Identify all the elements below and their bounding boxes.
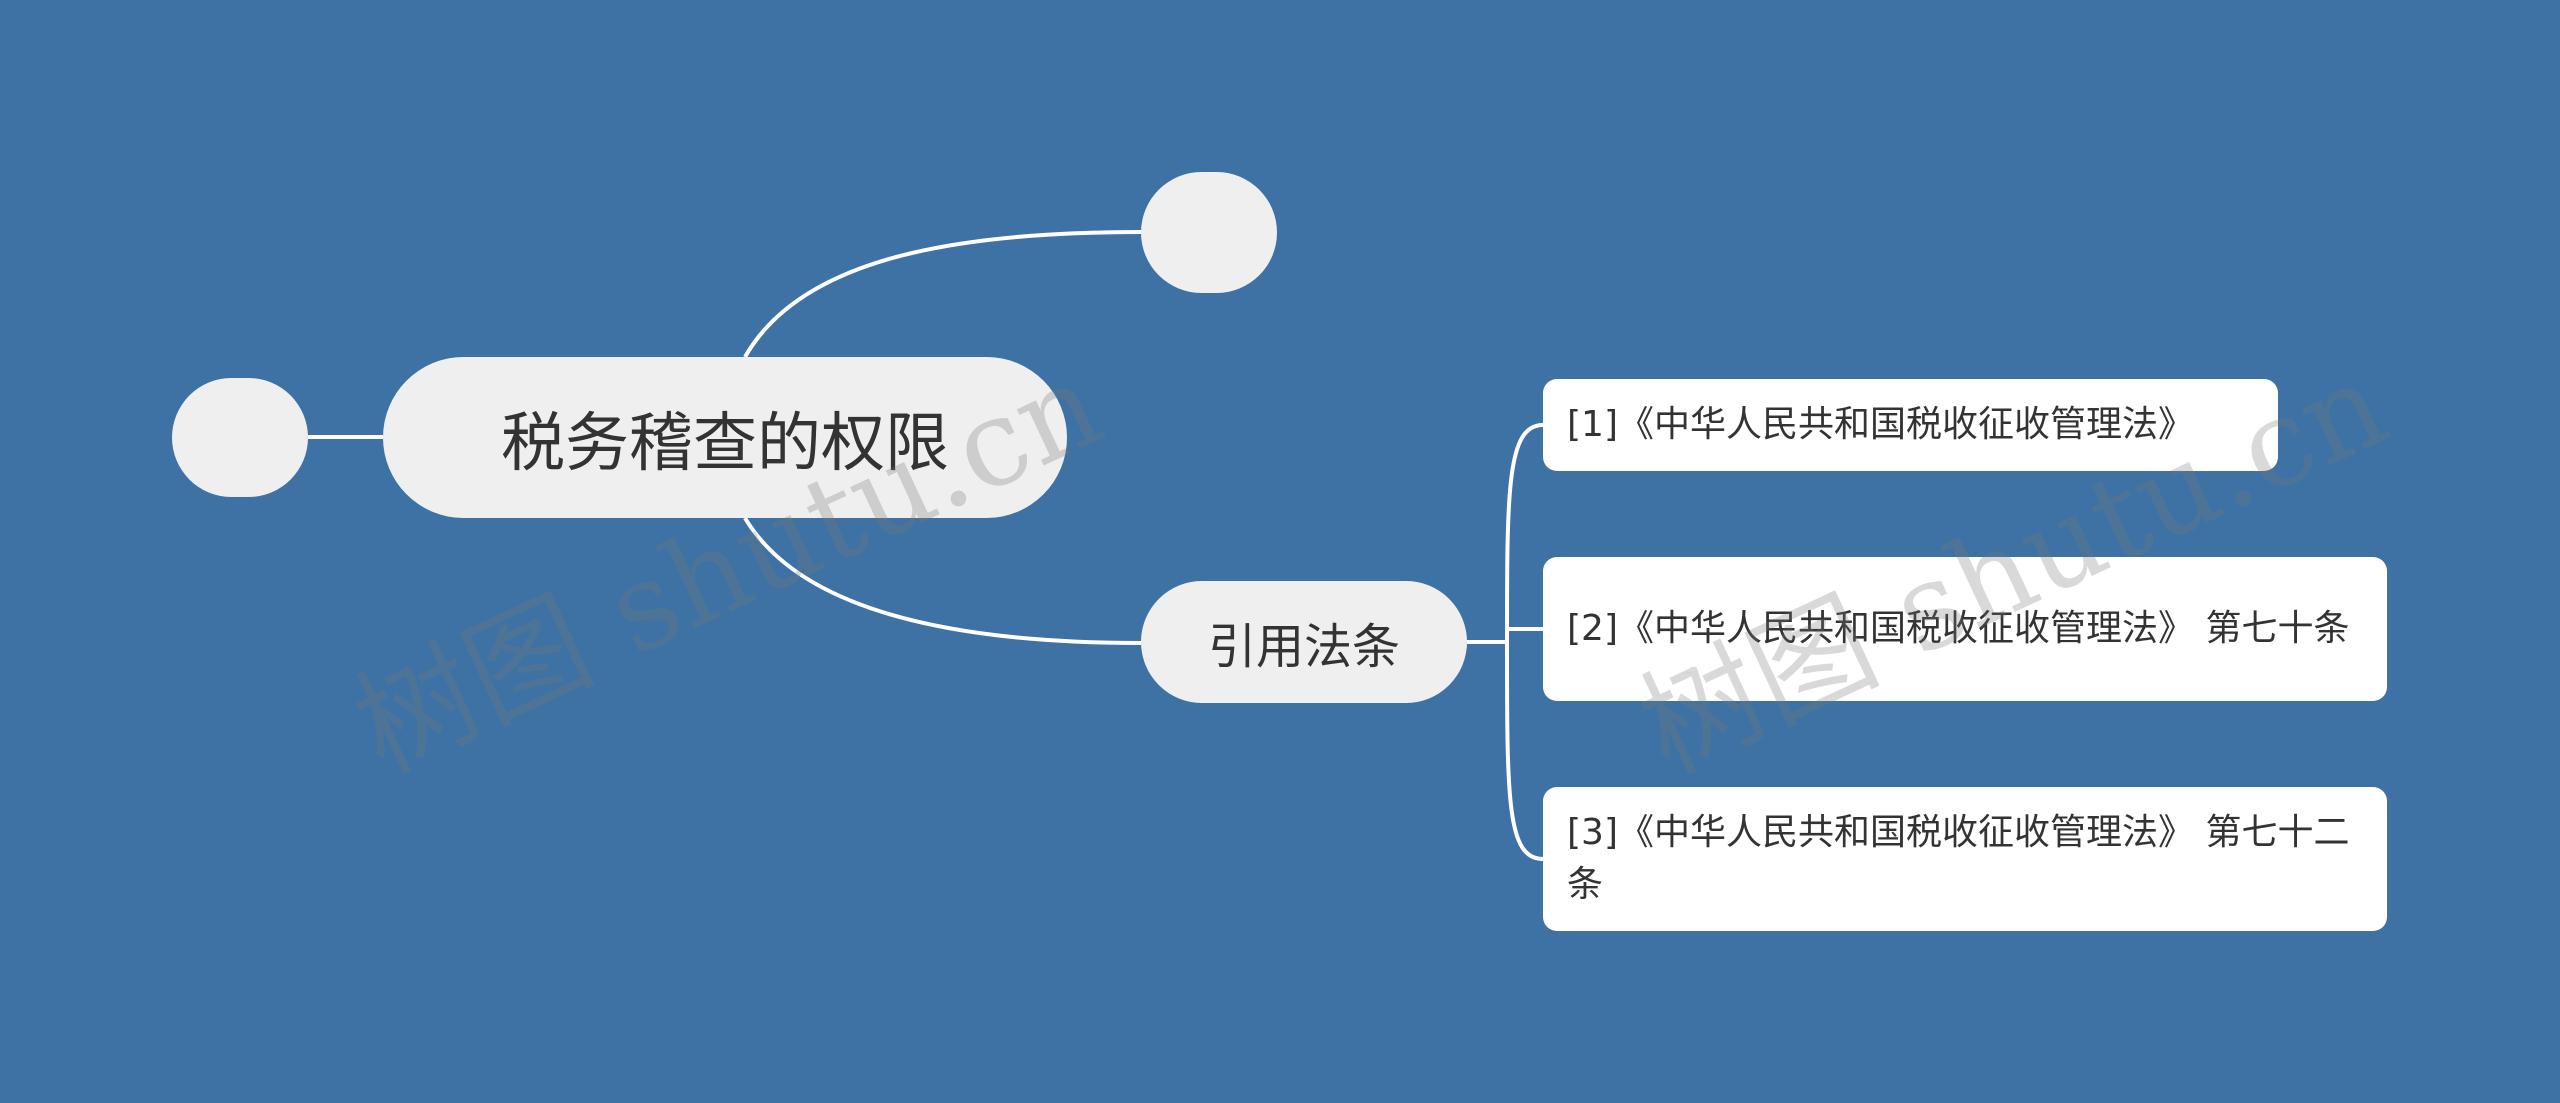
reference-node-3[interactable]: [3]《中华人民共和国税收征收管理法》 第七十二条: [1543, 787, 2387, 931]
branch-node-label: 引用法条: [1207, 619, 1400, 675]
empty-node-top[interactable]: [1141, 172, 1277, 293]
empty-node-left[interactable]: [172, 378, 308, 497]
connector-branch-to-ref-3: [1505, 641, 1544, 861]
branch-node-references[interactable]: 引用法条: [1141, 581, 1467, 703]
root-node[interactable]: 税务稽查的权限: [383, 357, 1067, 518]
reference-label-3: [3]《中华人民共和国税收征收管理法》 第七十二条: [1567, 812, 2350, 905]
reference-label-1: [1]《中华人民共和国税收征收管理法》: [1567, 404, 2194, 445]
reference-node-1[interactable]: [1]《中华人民共和国税收征收管理法》: [1543, 379, 2278, 471]
reference-node-2[interactable]: [2]《中华人民共和国税收征收管理法》 第七十条: [1543, 557, 2387, 701]
root-node-label: 税务稽查的权限: [501, 406, 949, 481]
connector-root-to-branch: [743, 516, 1142, 645]
connector-branch-to-ref-1: [1505, 423, 1544, 643]
connector-root-to-top-node: [743, 230, 1142, 358]
reference-label-2: [2]《中华人民共和国税收征收管理法》 第七十条: [1567, 608, 2350, 649]
